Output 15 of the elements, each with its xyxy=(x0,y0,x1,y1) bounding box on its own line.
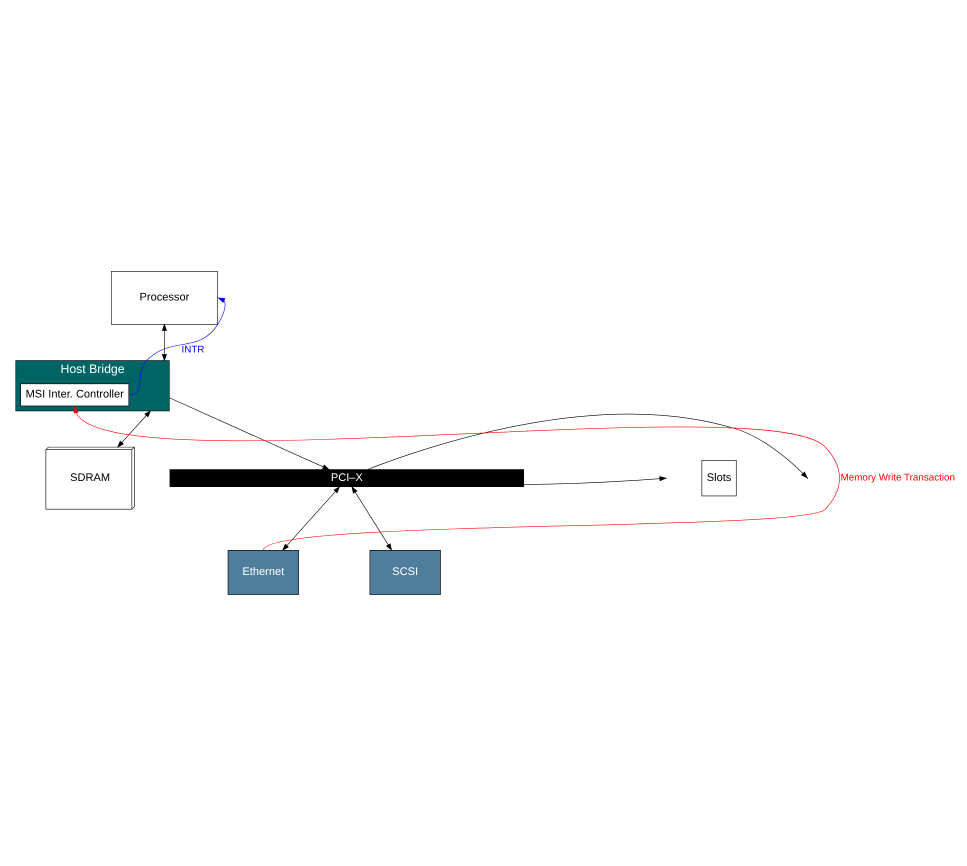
arrow xyxy=(74,406,840,551)
arrow xyxy=(351,486,392,551)
node-box: Processor xyxy=(110,271,218,325)
arrow xyxy=(129,297,226,396)
arrow xyxy=(162,323,167,362)
edge-label: INTR xyxy=(182,344,204,356)
node-box: SCSI xyxy=(370,550,441,595)
arrow xyxy=(169,397,330,470)
node-box: PCI–X xyxy=(170,469,524,488)
edge-label: Memory Write Transaction xyxy=(840,472,955,484)
node-box: Slots xyxy=(702,460,737,496)
arrow xyxy=(282,486,340,551)
arrow xyxy=(117,410,152,448)
node-box: MSI Inter. Controller xyxy=(20,384,130,406)
node-box: Ethernet xyxy=(228,550,299,595)
